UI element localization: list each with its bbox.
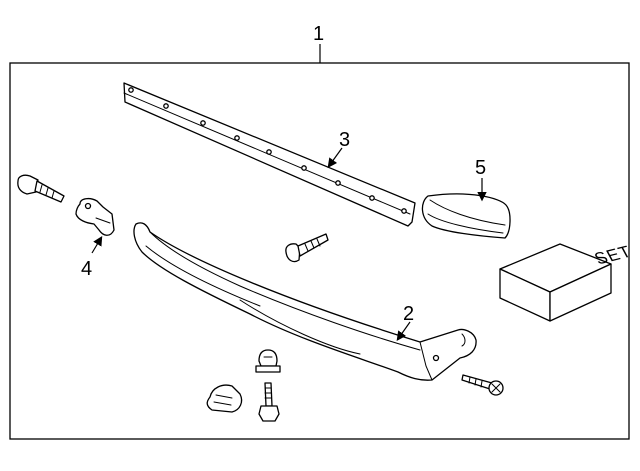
end-cap [421,193,511,239]
callout-2-leader [396,321,411,341]
callout-3: 3 [339,129,350,151]
stud-bolt [258,382,280,422]
assembly-frame [9,62,630,440]
screw-upper-left [17,174,65,203]
reinforcement-strip [123,82,416,227]
callout-1: 1 [313,23,324,45]
callout-5: 5 [475,157,486,179]
bumper-cover [133,222,477,381]
clip-nut [255,349,281,373]
callout-4-leader [91,235,103,254]
center-bolt [285,233,329,263]
callout-3-leader [327,147,343,168]
retainer-clip [206,384,243,413]
callout-2: 2 [403,303,414,325]
callout-4: 4 [81,258,92,280]
screw-lower-right [461,374,504,396]
hardware-set-box: SET [499,241,635,322]
bracket [75,197,115,236]
